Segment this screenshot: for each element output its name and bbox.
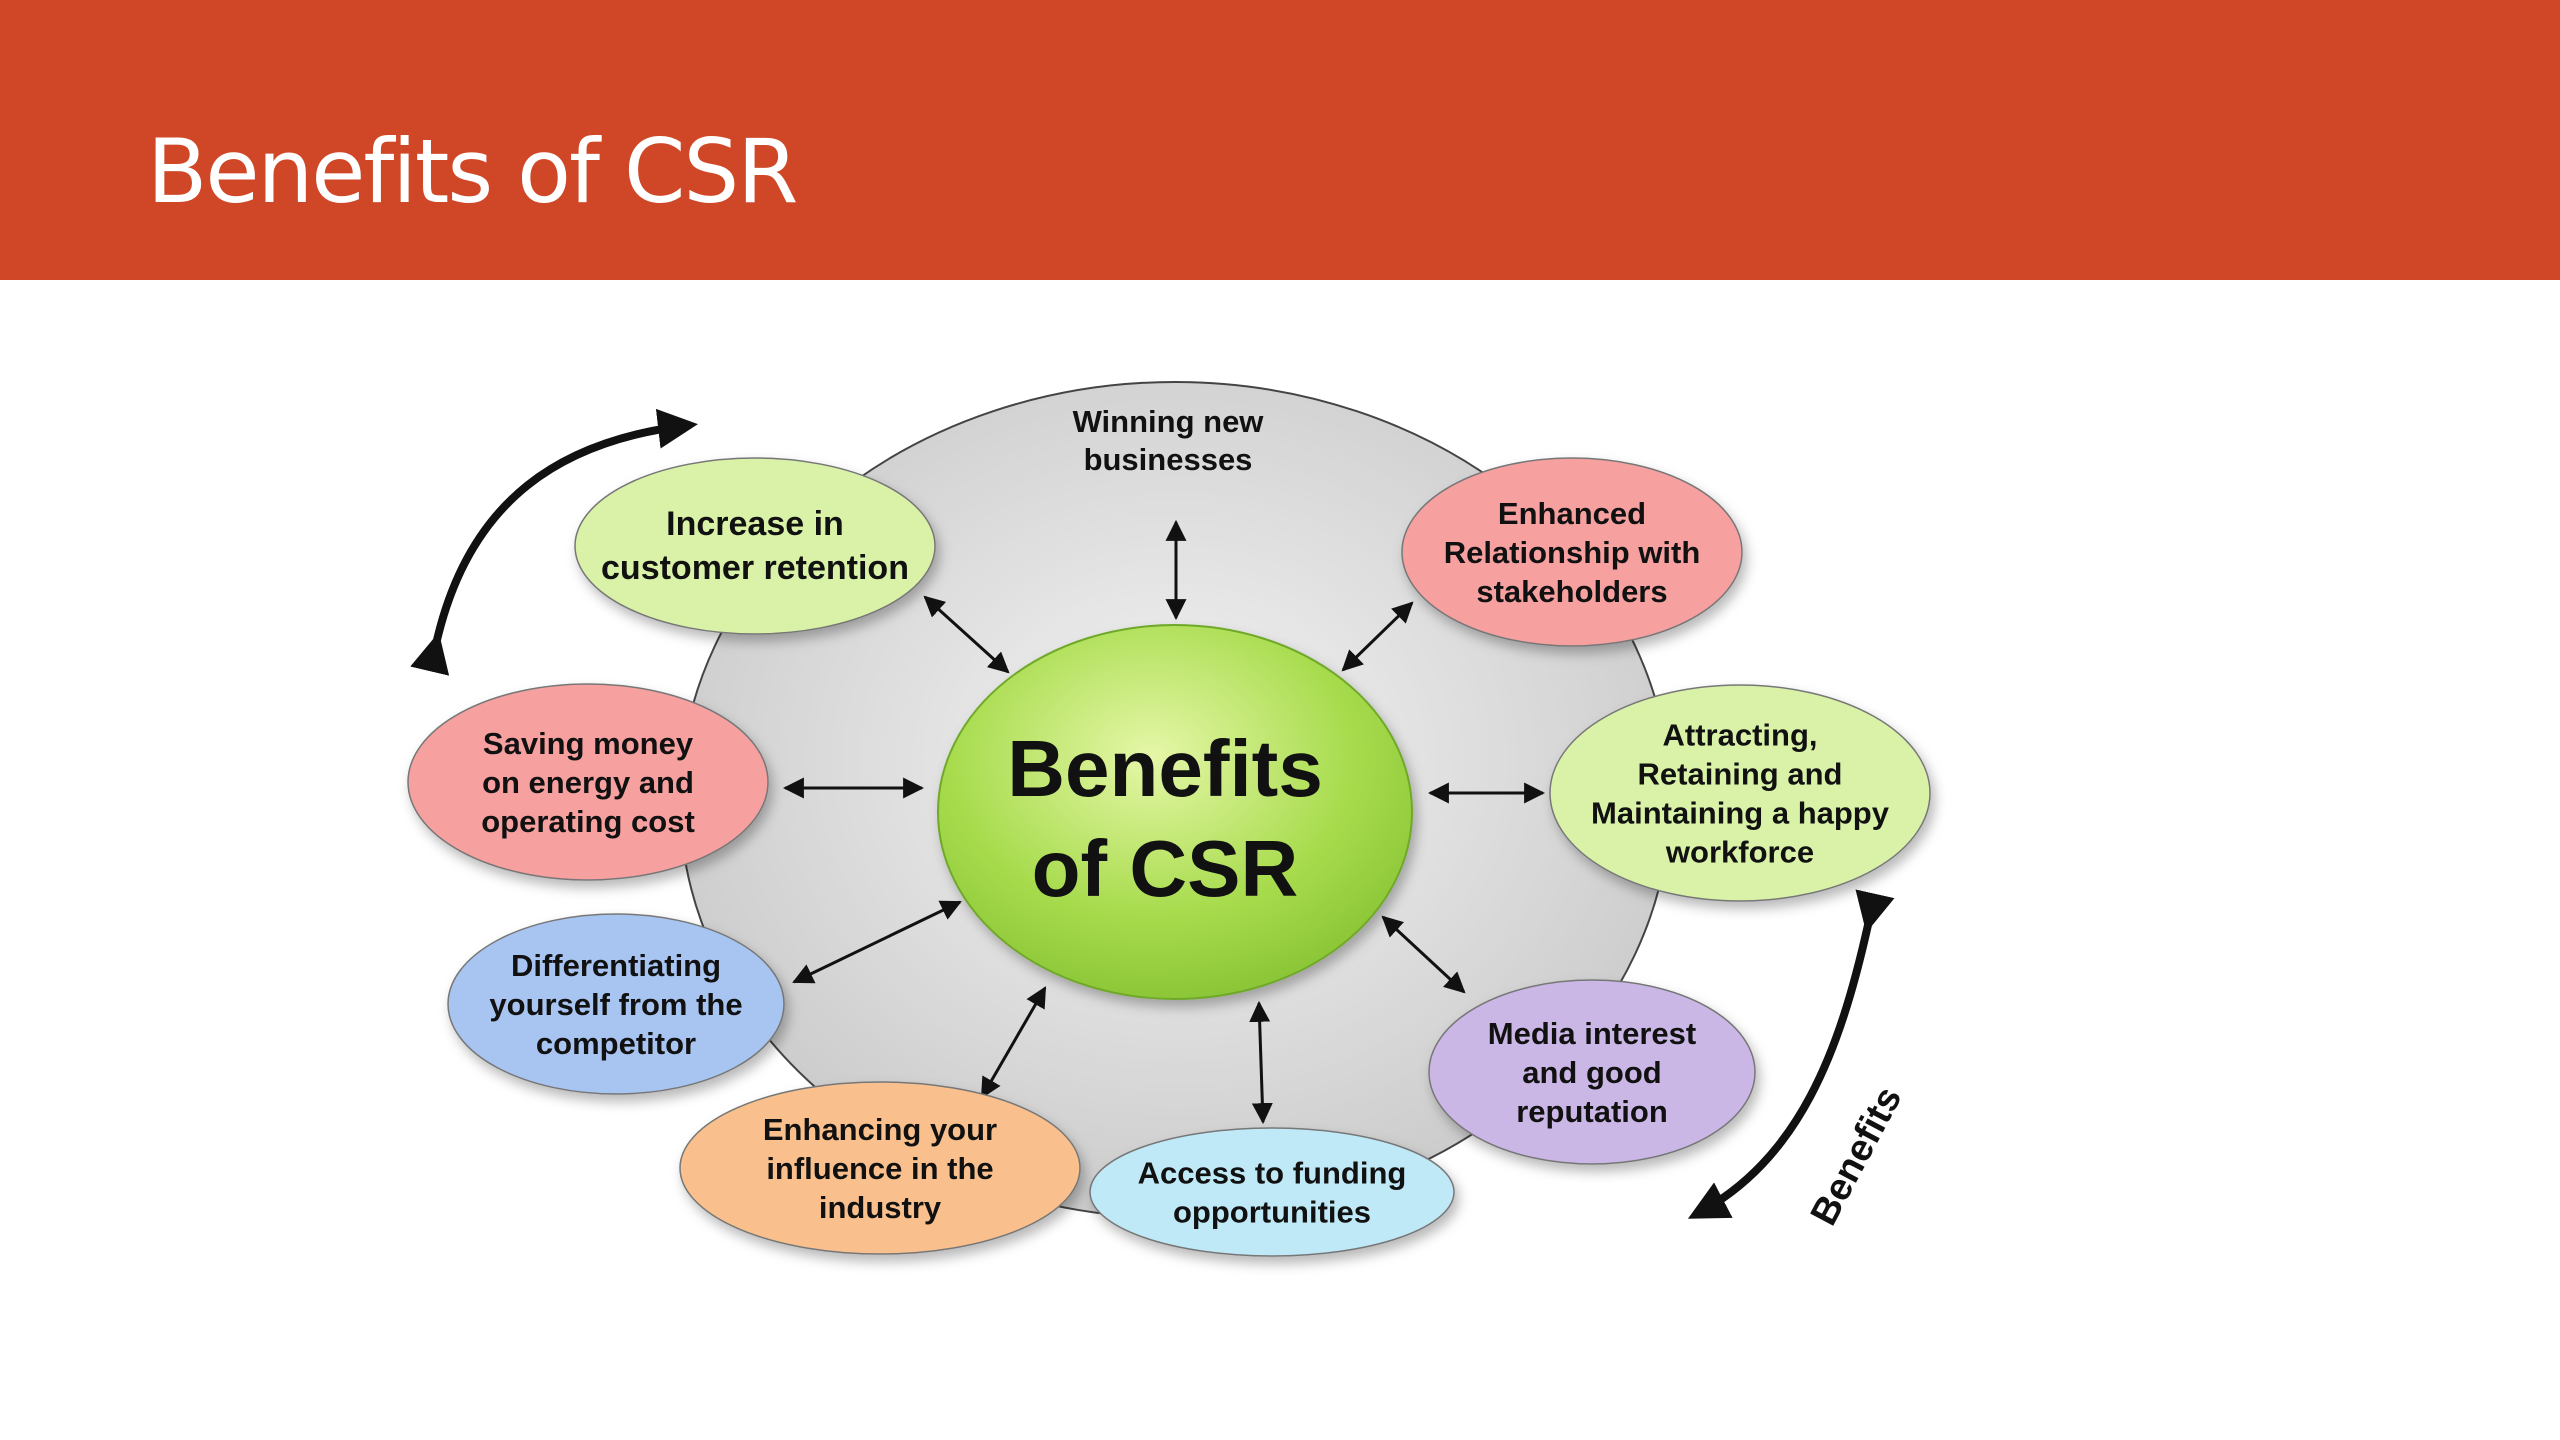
node-saving-money-label: Saving money on energy and operating cost <box>481 726 695 839</box>
node-customer-retention-line-1: Increase in <box>666 505 844 543</box>
node-differentiating-line-1: Differentiating <box>511 948 721 983</box>
connector-arrow-stakeholders <box>1341 601 1414 672</box>
curved-arrow-bottom-right <box>1687 889 1895 1219</box>
node-funding-label: Access to funding opportunities <box>1138 1155 1407 1229</box>
node-workforce-line-1: Attracting, <box>1663 717 1818 752</box>
node-differentiating-label: Differentiating yourself from the competit… <box>489 948 742 1061</box>
node-saving-money-line-3: operating cost <box>481 804 695 839</box>
node-stakeholders-line-2: Relationship with <box>1444 535 1701 570</box>
connector-arrow-industry-influence <box>980 986 1047 1099</box>
node-media-reputation-line-1: Media interest <box>1488 1016 1696 1051</box>
node-industry-influence-line-1: Enhancing your <box>763 1112 997 1147</box>
connector-arrow-funding <box>1249 1000 1273 1125</box>
node-saving-money-bubble <box>407 683 769 881</box>
node-differentiating-bubble <box>447 913 785 1095</box>
node-industry-influence-line-2: influence in the <box>766 1151 993 1186</box>
node-differentiating-line-3: competitor <box>536 1026 696 1061</box>
connector-arrow-media-reputation <box>1381 915 1466 994</box>
node-industry-influence-bubble <box>679 1081 1081 1255</box>
connector-arrows <box>782 519 1546 1125</box>
node-workforce-line-3: Maintaining a happy <box>1591 795 1890 830</box>
node-industry-influence-line-3: industry <box>819 1190 942 1225</box>
winning-new-businesses-line-1: Winning new <box>1073 404 1265 439</box>
node-workforce-line-2: Retaining and <box>1638 756 1843 791</box>
center-title: Benefits of CSR <box>1007 724 1323 913</box>
node-stakeholders-bubble <box>1401 457 1743 647</box>
benefits-cycle-label: Benefits <box>1803 1080 1910 1232</box>
node-media-reputation-label: Media interest and good reputation <box>1488 1016 1696 1129</box>
node-saving-money-line-1: Saving money <box>483 726 694 761</box>
node-stakeholders-line-1: Enhanced <box>1498 496 1646 531</box>
node-funding-bubble <box>1089 1127 1455 1257</box>
node-customer-retention: Increase in customer retention <box>574 457 936 635</box>
node-media-reputation-line-3: reputation <box>1516 1094 1668 1129</box>
node-funding-line-2: opportunities <box>1173 1194 1371 1229</box>
node-customer-retention-line-2: customer retention <box>601 549 909 587</box>
node-funding: Access to funding opportunities <box>1089 1127 1455 1257</box>
slide-header-bar <box>0 0 2560 280</box>
connector-arrow-customer-retention <box>923 595 1010 674</box>
node-differentiating: Differentiating yourself from the competit… <box>447 913 785 1095</box>
node-media-reputation-line-2: and good <box>1522 1055 1661 1090</box>
center-title-line-1: Benefits <box>1007 724 1323 813</box>
node-industry-influence-label: Enhancing your influence in the industry <box>763 1112 997 1225</box>
center-bubble: Benefits of CSR <box>937 624 1413 1000</box>
center-title-line-2: of CSR <box>1032 824 1299 913</box>
node-media-reputation: Media interest and good reputation <box>1428 979 1756 1165</box>
node-saving-money: Saving money on energy and operating cost <box>407 683 769 881</box>
node-stakeholders-line-3: stakeholders <box>1476 574 1667 609</box>
node-workforce-line-4: workforce <box>1665 834 1814 869</box>
node-industry-influence: Enhancing your influence in the industry <box>679 1081 1081 1255</box>
winning-new-businesses-line-2: businesses <box>1084 442 1253 477</box>
node-customer-retention-bubble <box>574 457 936 635</box>
node-differentiating-line-2: yourself from the <box>489 987 742 1022</box>
node-funding-line-1: Access to funding <box>1138 1155 1407 1190</box>
node-saving-money-line-2: on energy and <box>482 765 694 800</box>
curved-arrow-top-left <box>410 408 698 676</box>
connector-arrow-differentiating <box>792 900 962 984</box>
slide-title: Benefits of CSR <box>147 120 798 223</box>
